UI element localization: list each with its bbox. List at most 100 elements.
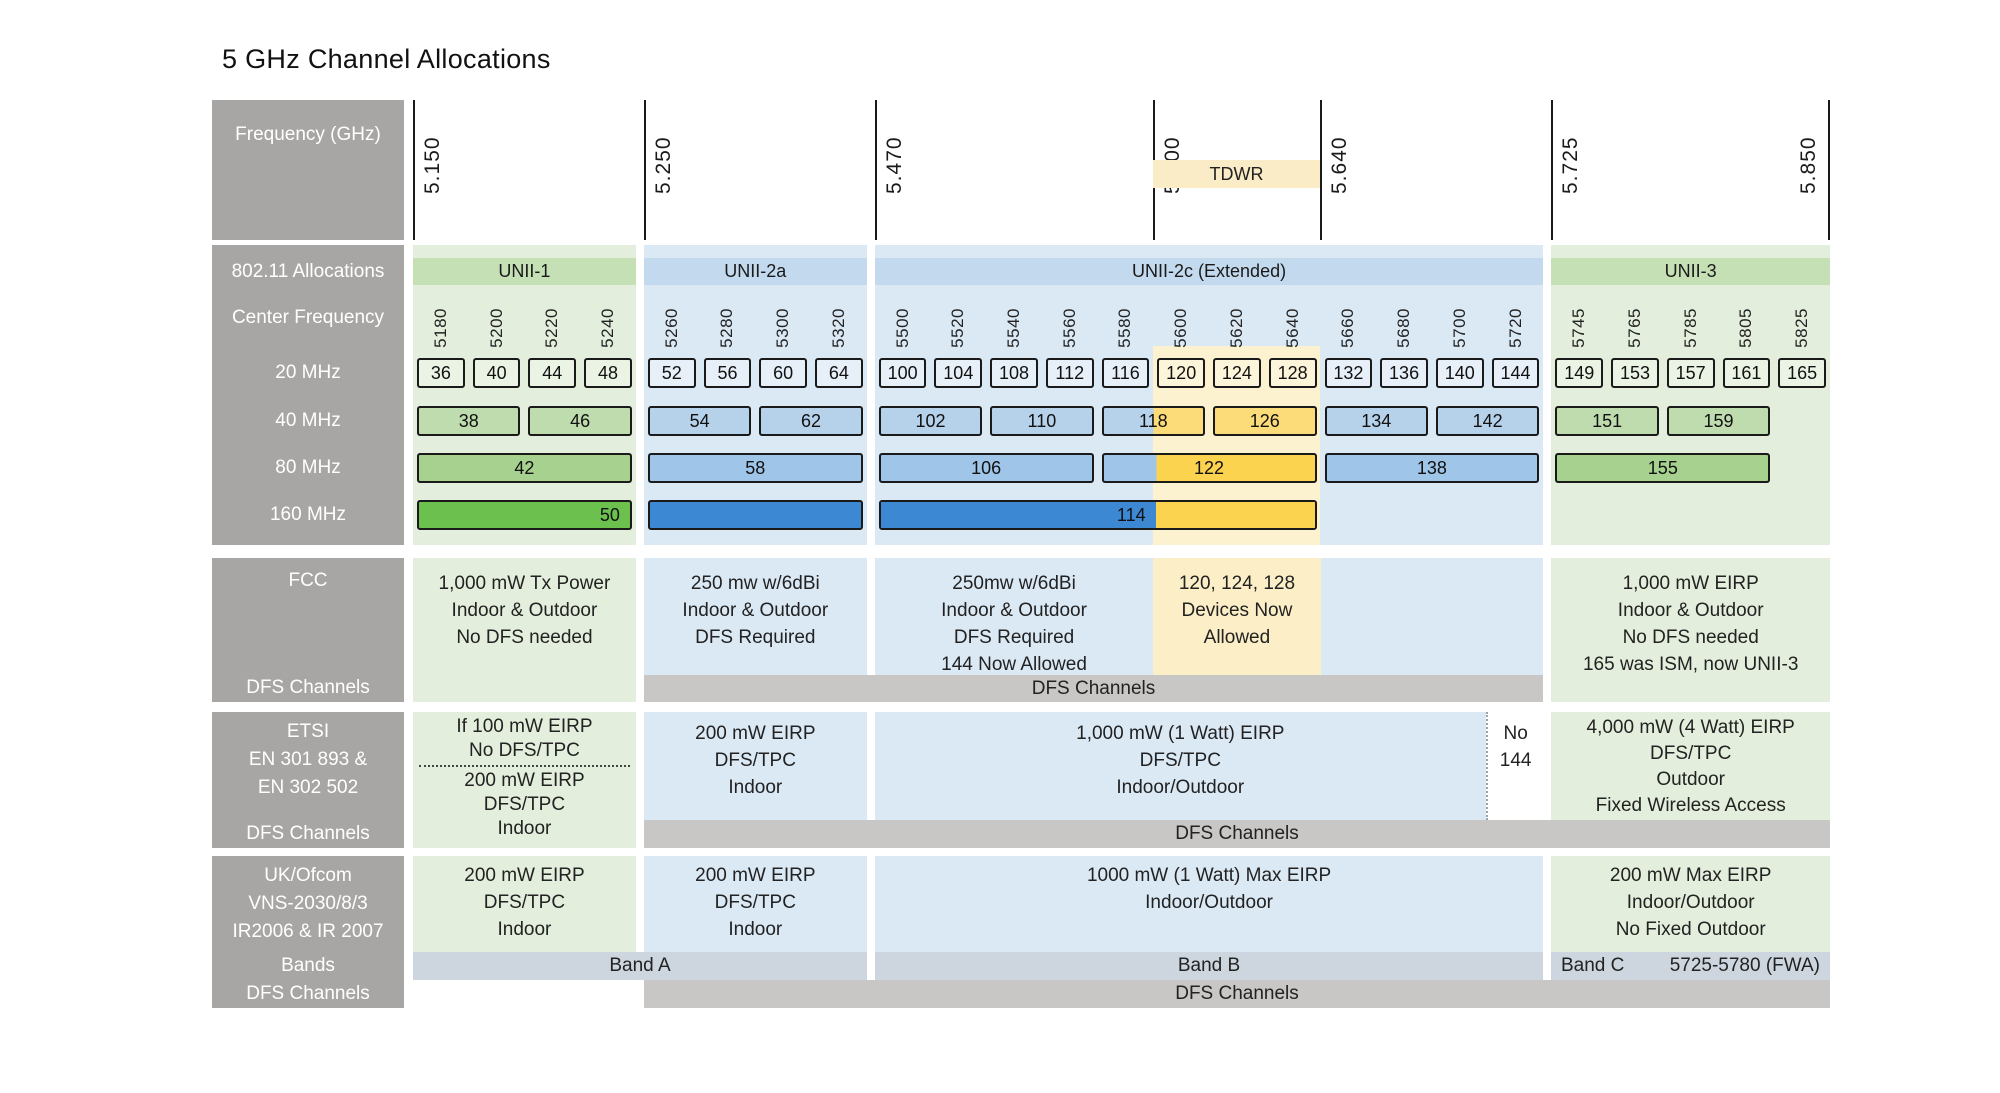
- etsi-unii2c-group: 1,000 mW (1 Watt) EIRP DFS/TPC Indoor/Ou…: [874, 712, 1544, 820]
- channel-box-40: 142: [1435, 406, 1540, 436]
- channel-box-20-tdwr: 120: [1157, 358, 1206, 388]
- channel-box-20: 40: [472, 358, 521, 388]
- freq-tick-5640: [1320, 100, 1322, 240]
- channel-box-20: 161: [1722, 358, 1771, 388]
- channel-box-80: 42: [417, 453, 632, 483]
- etsi-unii1-line: No DFS/TPC: [469, 740, 580, 761]
- etsi-unii2a-line: Indoor: [728, 777, 783, 798]
- fcc-unii3-line: Indoor & Outdoor: [1617, 600, 1764, 621]
- uk-label-box: UK/Ofcom VNS-2030/8/3 IR2006 & IR 2007 B…: [212, 856, 404, 1008]
- fcc-tdwr-cell: 120, 124, 128 Devices Now Allowed: [1153, 558, 1321, 675]
- etsi-no-144-line: 144: [1499, 750, 1532, 771]
- center-freq: 5180: [430, 308, 450, 348]
- etsi-row: If 100 mW EIRP No DFS/TPC 200 mW EIRP DF…: [413, 712, 1830, 848]
- channel-box-40-tdwr: 126: [1213, 406, 1317, 436]
- etsi-unii2a-line: 200 mW EIRP: [695, 723, 816, 744]
- center-freq: 5520: [948, 308, 968, 348]
- channel-box-20: 104: [934, 358, 983, 388]
- uk-unii1-line: 200 mW EIRP: [464, 865, 585, 886]
- channel-box-20: 64: [815, 358, 863, 388]
- etsi-unii1-line: If 100 mW EIRP: [456, 716, 593, 737]
- channel-box-40: 102: [878, 406, 983, 436]
- channel-box-40: 38: [417, 406, 521, 436]
- fcc-tdwr-line: Devices Now: [1181, 600, 1293, 621]
- fcc-dfs-label: DFS Channels: [246, 677, 370, 698]
- channel-box-20: 60: [759, 358, 808, 388]
- fcc-unii2c-cell: 250mw w/6dBi Indoor & Outdoor DFS Requir…: [874, 558, 1544, 675]
- channel-box-20: 44: [528, 358, 577, 388]
- channel-box-40: 159: [1666, 406, 1771, 436]
- channel-box-20: 140: [1435, 358, 1484, 388]
- channel-box-20: 157: [1666, 358, 1715, 388]
- center-freq: 5600: [1171, 308, 1191, 348]
- uk-unii2c-line: Indoor/Outdoor: [1145, 892, 1273, 913]
- etsi-dfs-bar: DFS Channels: [644, 820, 1830, 848]
- channel-box-80: 155: [1555, 453, 1771, 483]
- channel-box-20: 165: [1778, 358, 1826, 388]
- uk-unii2a-line: 200 mW EIRP: [695, 865, 816, 886]
- fcc-unii1-cell: 1,000 mW Tx Power Indoor & Outdoor No DF…: [413, 558, 636, 702]
- fcc-dfs-bar: DFS Channels: [644, 675, 1543, 702]
- row-label-160mhz: 160 MHz: [269, 504, 347, 525]
- fcc-row: 1,000 mW Tx Power Indoor & Outdoor No DF…: [413, 558, 1830, 702]
- freq-tick-5725: [1551, 100, 1553, 240]
- fcc-label: FCC: [288, 570, 328, 591]
- uk-band-a-bar: Band A: [413, 952, 867, 980]
- center-freq: 5825: [1792, 308, 1812, 348]
- channel-box-20: 48: [584, 358, 632, 388]
- 20mhz-row: 36 40 44 48 52 56 60 64 100 104 108 112 …: [413, 358, 1830, 388]
- channel-box-40: 46: [528, 406, 632, 436]
- etsi-unii2a-cell: 200 mW EIRP DFS/TPC Indoor: [643, 712, 867, 820]
- uk-unii2a-line: DFS/TPC: [714, 892, 796, 913]
- center-freq: 5260: [661, 308, 681, 348]
- channel-box-20: 112: [1045, 358, 1094, 388]
- fcc-unii2a-cell: 250 mw w/6dBi Indoor & Outdoor DFS Requi…: [643, 558, 867, 675]
- center-frequency-row: 5180 5200 5220 5240 5260 5280 5300 5320 …: [413, 285, 1830, 352]
- row-label-allocations: 802.11 Allocations: [231, 261, 385, 282]
- 80mhz-row: 42 58 106 122 138 155: [413, 453, 1830, 483]
- etsi-unii1-cell: If 100 mW EIRP No DFS/TPC 200 mW EIRP DF…: [413, 712, 636, 848]
- center-freq: 5500: [892, 308, 912, 348]
- uk-unii3-cell: 200 mW Max EIRP Indoor/Outdoor No Fixed …: [1551, 856, 1830, 952]
- etsi-unii2c-cell: 1,000 mW (1 Watt) EIRP DFS/TPC Indoor/Ou…: [874, 712, 1486, 820]
- fcc-unii2c-line: 250mw w/6dBi: [952, 573, 1076, 594]
- channel-box-20: 153: [1611, 358, 1659, 388]
- channel-box-40: 54: [647, 406, 752, 436]
- fcc-unii2c-line: 144 Now Allowed: [941, 654, 1087, 675]
- etsi-unii2c-line: DFS/TPC: [1139, 750, 1221, 771]
- frequency-axis-label-box: Frequency (GHz): [212, 100, 404, 240]
- freq-label: 5.850: [1797, 136, 1820, 194]
- etsi-dfs-label: DFS Channels: [246, 823, 370, 844]
- center-freq: 5745: [1569, 308, 1589, 348]
- uk-band-b-bar: Band B: [875, 952, 1543, 980]
- etsi-no-144-line: No: [1503, 723, 1528, 744]
- uk-band-c-label: Band C: [1561, 955, 1625, 976]
- fcc-unii2c-line: Indoor & Outdoor: [941, 600, 1087, 621]
- etsi-unii3-line: Outdoor: [1656, 769, 1726, 790]
- freq-label: 5.640: [1328, 136, 1351, 194]
- channel-box-40-tdwr-edge: 118: [1101, 406, 1206, 436]
- fcc-unii3-cell: 1,000 mW EIRP Indoor & Outdoor No DFS ne…: [1551, 558, 1830, 702]
- center-freq: 5620: [1226, 308, 1246, 348]
- center-freq: 5560: [1059, 308, 1079, 348]
- fcc-unii1-line: Indoor & Outdoor: [451, 600, 598, 621]
- grid-row-label-box: 802.11 Allocations Center Frequency 20 M…: [212, 245, 404, 545]
- channel-box-160-114: 114: [878, 500, 1317, 530]
- unii3-tint-column: [1551, 245, 1830, 545]
- fcc-unii3-line: 165 was ISM, now UNII-3: [1582, 654, 1799, 675]
- channel-160-114-blue-part: 114: [880, 502, 1156, 528]
- channel-box-20: 144: [1491, 358, 1540, 388]
- row-label-center-frequency: Center Frequency: [231, 307, 385, 328]
- fcc-unii1-line: 1,000 mW Tx Power: [438, 573, 611, 594]
- uk-unii3-line: No Fixed Outdoor: [1615, 919, 1766, 940]
- center-freq: 5280: [717, 308, 737, 348]
- center-freq: 5540: [1004, 308, 1024, 348]
- center-freq: 5700: [1449, 308, 1469, 348]
- frequency-axis-label: Frequency (GHz): [235, 124, 381, 145]
- fcc-unii1-line: No DFS needed: [456, 627, 593, 648]
- channel-box-40: 151: [1555, 406, 1659, 436]
- uk-dfs-bar: DFS Channels: [644, 980, 1830, 1008]
- channel-box-40: 62: [759, 406, 863, 436]
- unii2a-header: UNII-2a: [643, 258, 867, 285]
- center-freq: 5300: [773, 308, 793, 348]
